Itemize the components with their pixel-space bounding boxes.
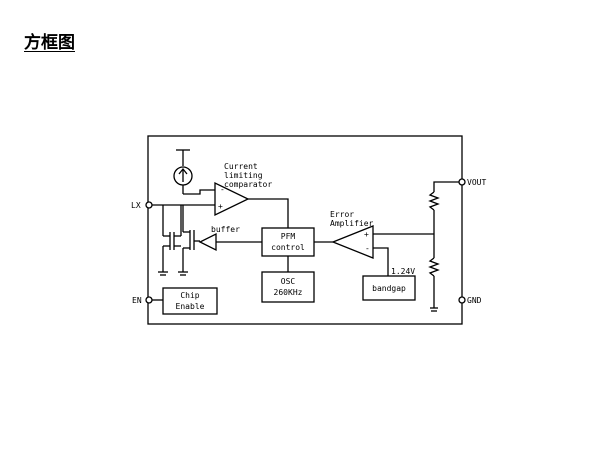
chip-outline [147, 135, 463, 325]
osc-label-2: 260KHz [274, 288, 303, 297]
bandgap-box [362, 275, 416, 301]
power-switch-right [178, 205, 200, 276]
pfm-label-1: PFM [281, 232, 296, 241]
en-pin-label: EN [132, 296, 142, 305]
buffer-label: buffer [211, 225, 240, 234]
ea-label-2: Amplifier [330, 219, 374, 228]
svg-text:-: - [220, 185, 225, 194]
chip-enable-label-2: Enable [176, 302, 205, 311]
resistor-divider [428, 181, 462, 312]
error-amplifier: + - [331, 225, 374, 259]
svg-text:+: + [364, 230, 369, 239]
current-limit-comparator: - + [214, 181, 250, 217]
osc-box [261, 271, 315, 303]
lx-pin-label: LX [131, 201, 141, 210]
wire-comp-out [248, 198, 289, 228]
power-switch-left [158, 205, 182, 276]
ref-voltage-label: 1.24V [391, 267, 415, 276]
osc-label-1: OSC [281, 277, 296, 286]
comparator-label-1: Current [224, 162, 258, 171]
lx-pin [145, 201, 153, 209]
comparator-label-3: comparator [224, 180, 272, 189]
vout-pin-label: VOUT [467, 178, 486, 187]
wire-ref [373, 247, 389, 276]
pfm-label-2: control [271, 243, 305, 252]
chip-enable-box [162, 287, 218, 315]
en-pin [145, 296, 153, 304]
buffer [198, 232, 217, 252]
gnd-pin-label: GND [467, 296, 482, 305]
svg-text:-: - [365, 244, 370, 253]
bandgap-label: bandgap [372, 284, 406, 293]
comparator-label-2: limiting [224, 171, 263, 180]
page-title: 方框图 [24, 33, 75, 53]
svg-text:+: + [218, 202, 223, 211]
vout-pin [458, 178, 466, 186]
chip-enable-label-1: Chip [180, 291, 199, 300]
gnd-pin [458, 296, 466, 304]
current-source [173, 149, 193, 194]
ea-label-1: Error [330, 210, 354, 219]
wire-comp-minus [183, 189, 215, 195]
